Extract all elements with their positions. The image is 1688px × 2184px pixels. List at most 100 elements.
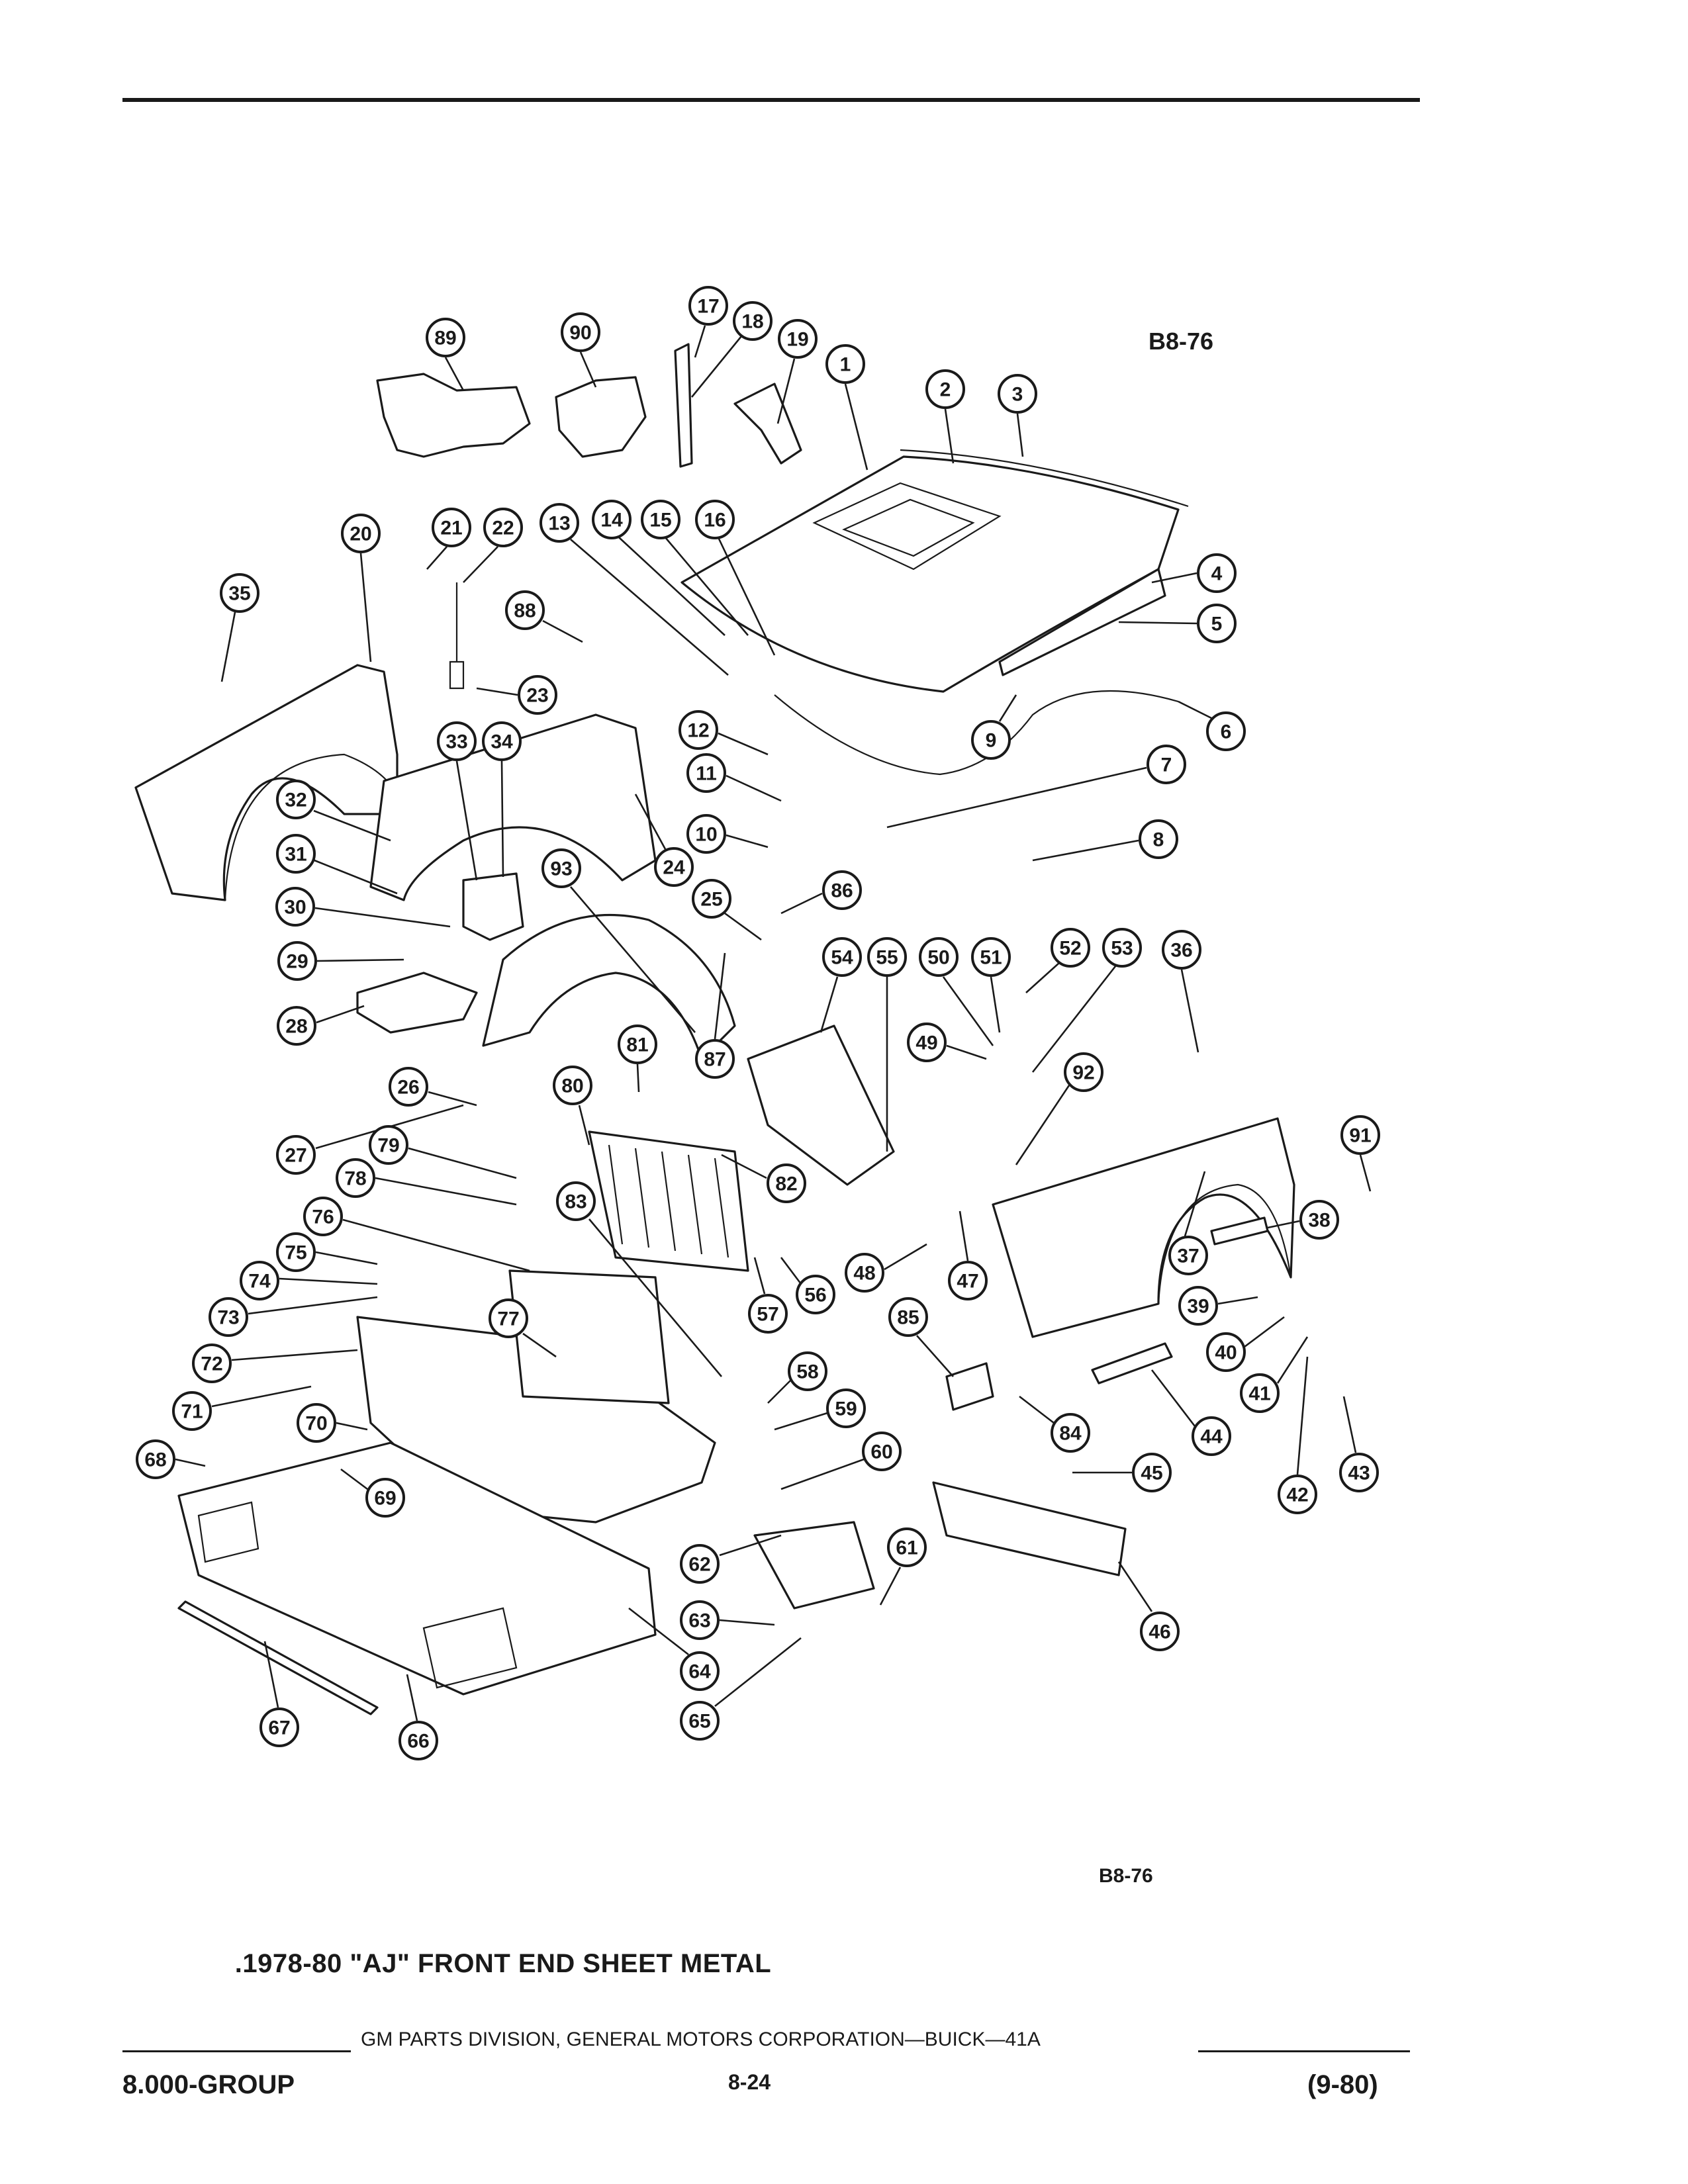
- callout-91: 91: [1340, 1115, 1380, 1155]
- callout-circle: [679, 710, 718, 750]
- callout-circle: [489, 1298, 528, 1338]
- callout-46: 46: [1140, 1612, 1180, 1651]
- callout-23: 23: [518, 675, 557, 715]
- leader-7: [886, 766, 1147, 829]
- callout-number: 1: [840, 354, 851, 376]
- callout-number: 60: [870, 1441, 892, 1463]
- callout-38: 38: [1299, 1200, 1339, 1240]
- callout-70: 70: [297, 1403, 336, 1443]
- leader-38: [1267, 1220, 1300, 1229]
- callout-number: 66: [407, 1731, 429, 1752]
- leader-49: [946, 1044, 987, 1060]
- callout-circle: [867, 937, 907, 977]
- leader-42: [1296, 1356, 1309, 1475]
- callout-circle: [277, 941, 317, 981]
- callout-65: 65: [680, 1701, 720, 1741]
- callout-number: 13: [548, 513, 570, 535]
- callout-number: 24: [663, 857, 685, 879]
- leader-32: [313, 809, 391, 842]
- callout-number: 57: [757, 1304, 778, 1326]
- diagram-caption: .1978-80 "AJ" FRONT END SHEET METAL: [234, 1949, 772, 1978]
- callout-number: 3: [1012, 384, 1023, 406]
- wheelhouse-liner: [482, 913, 736, 1060]
- side-marker-lamp: [945, 1362, 994, 1411]
- leader-86: [780, 892, 823, 915]
- leader-92: [1015, 1085, 1070, 1165]
- callout-circle: [505, 590, 545, 630]
- callout-number: 14: [600, 510, 623, 531]
- callout-circle: [680, 1600, 720, 1640]
- callout-circle: [259, 1707, 299, 1747]
- hood-hinge-cover-left: [376, 373, 531, 458]
- callout-77: 77: [489, 1298, 528, 1338]
- callout-19: 19: [778, 319, 818, 359]
- footer-rule-right: [1198, 2050, 1410, 2052]
- leader-60: [780, 1458, 865, 1490]
- callout-circle: [437, 721, 477, 761]
- leader-59: [774, 1412, 828, 1431]
- leader-73: [248, 1296, 378, 1315]
- callout-circle: [862, 1432, 902, 1471]
- callout-circle: [539, 503, 579, 543]
- leader-15: [665, 537, 749, 636]
- callout-number: 17: [697, 296, 719, 318]
- hood-front-strip: [900, 449, 1189, 508]
- callout-circle: [432, 508, 471, 547]
- callout-57: 57: [748, 1294, 788, 1334]
- callout-circle: [925, 369, 965, 409]
- callout-circle: [826, 1388, 866, 1428]
- callout-number: 44: [1200, 1426, 1223, 1448]
- leader-54: [820, 976, 839, 1033]
- callout-number: 35: [228, 583, 250, 605]
- leader-24: [634, 794, 667, 850]
- callout-number: 78: [344, 1168, 366, 1190]
- callout-number: 8: [1153, 829, 1164, 851]
- callout-12: 12: [679, 710, 718, 750]
- callout-circle: [1064, 1052, 1103, 1092]
- callout-circle: [556, 1181, 596, 1221]
- callout-9: 9: [971, 720, 1011, 760]
- callout-circle: [680, 1701, 720, 1741]
- callout-4: 4: [1197, 553, 1237, 593]
- leader-76: [342, 1218, 530, 1272]
- leader-68: [175, 1458, 206, 1467]
- leader-5: [1118, 621, 1197, 625]
- leader-31: [314, 859, 398, 895]
- leader-75: [315, 1251, 378, 1265]
- diagram-code-bottom: B8-76: [1099, 1865, 1153, 1887]
- callout-number: 73: [217, 1307, 239, 1329]
- callout-32: 32: [276, 780, 316, 819]
- leader-65: [714, 1637, 802, 1707]
- hood-inner-panel: [998, 568, 1166, 676]
- callout-circle: [1140, 1612, 1180, 1651]
- callout-circle: [1278, 1475, 1317, 1514]
- callout-number: 18: [741, 311, 763, 333]
- callout-24: 24: [654, 847, 694, 887]
- callout-69: 69: [365, 1478, 405, 1518]
- callout-8: 8: [1139, 819, 1178, 859]
- callout-circle: [518, 675, 557, 715]
- callout-87: 87: [695, 1039, 735, 1079]
- callout-number: 34: [491, 731, 513, 753]
- hood-panel: [680, 455, 1180, 693]
- callout-number: 64: [688, 1661, 711, 1683]
- leader-43: [1342, 1396, 1357, 1453]
- callout-56: 56: [796, 1275, 835, 1314]
- callout-circle: [1168, 1236, 1208, 1275]
- callout-45: 45: [1132, 1453, 1172, 1492]
- callout-circle: [369, 1125, 408, 1165]
- callout-66: 66: [399, 1721, 438, 1760]
- callout-73: 73: [209, 1297, 248, 1337]
- parts-drawing: [134, 343, 1295, 1715]
- leader-18: [690, 336, 743, 398]
- callout-44: 44: [1192, 1416, 1231, 1456]
- callout-circle: [688, 286, 728, 326]
- callout-88: 88: [505, 590, 545, 630]
- leader-72: [231, 1349, 358, 1361]
- leader-34: [500, 760, 504, 878]
- callout-72: 72: [192, 1343, 232, 1383]
- headlamp-openings: [197, 1501, 518, 1689]
- leader-44: [1150, 1369, 1196, 1427]
- callout-number: 80: [561, 1075, 583, 1097]
